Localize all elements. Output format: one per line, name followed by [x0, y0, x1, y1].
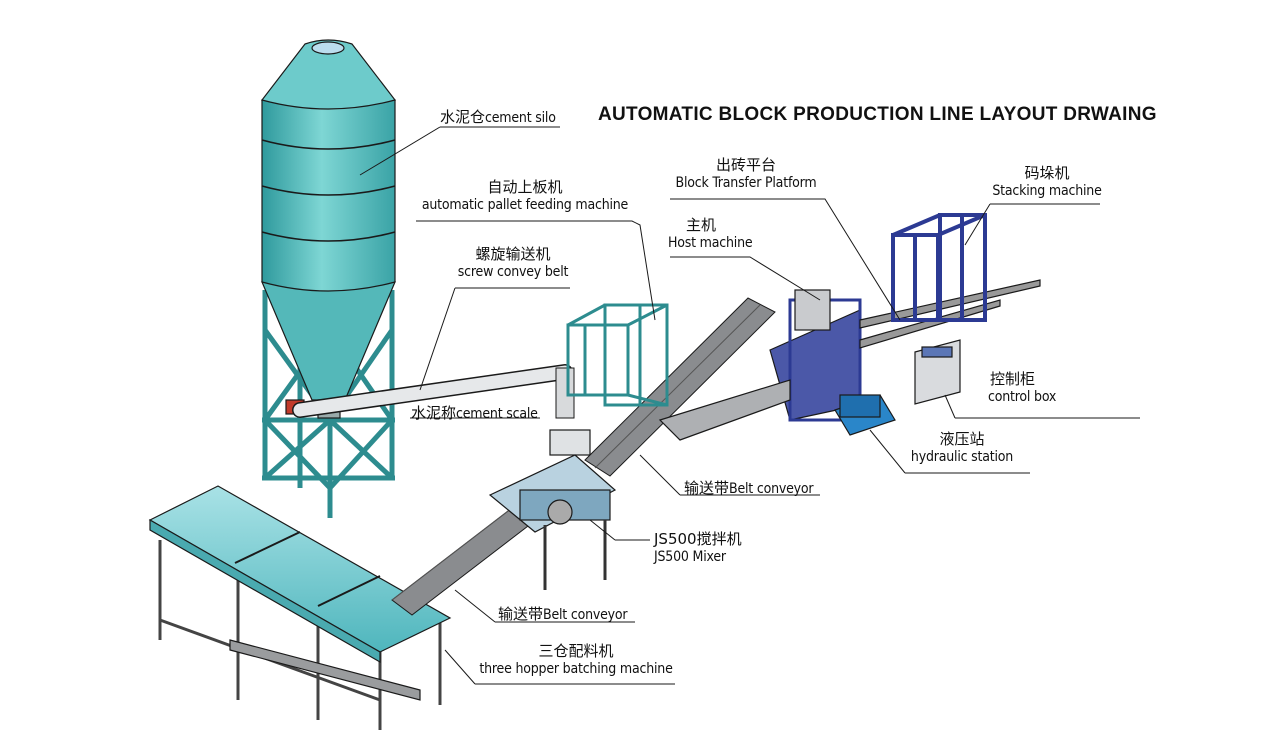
label-screw-conveyor-en: screw convey belt — [457, 264, 569, 280]
cement-silo — [260, 39, 397, 518]
label-cement-scale: 水泥称cement scale — [411, 402, 538, 423]
label-transfer-platform-en: Block Transfer Platform — [675, 175, 817, 191]
leader-lines — [359, 126, 1140, 685]
label-host-machine: 主机 Host machine — [668, 214, 753, 251]
stacking-machine — [891, 213, 987, 322]
label-screw-conveyor-zh: 螺旋输送机 — [475, 245, 551, 263]
leader-screw-conveyor — [419, 287, 570, 391]
control-box — [914, 339, 961, 405]
label-cement-scale-en: cement scale — [456, 406, 538, 422]
label-host-machine-en: Host machine — [668, 235, 753, 251]
label-batching-machine: 三仓配料机 three hopper batching machine — [476, 640, 676, 677]
label-cement-scale-zh: 水泥称 — [411, 404, 457, 422]
label-hydraulic-station: 液压站 hydraulic station — [904, 428, 1020, 465]
label-upper-belt-en: Belt conveyor — [729, 481, 814, 497]
label-upper-belt: 输送带Belt conveyor — [684, 477, 814, 498]
label-pallet-feeder-zh: 自动上板机 — [487, 178, 563, 196]
label-mixer-en: JS500 Mixer — [654, 549, 726, 565]
label-pallet-feeder: 自动上板机 automatic pallet feeding machine — [414, 176, 636, 213]
label-screw-conveyor: 螺旋输送机 screw convey belt — [452, 243, 574, 280]
label-mixer: JS500搅拌机 JS500 Mixer — [654, 528, 742, 565]
label-lower-belt-zh: 输送带 — [498, 605, 544, 623]
label-transfer-platform: 出砖平台 Block Transfer Platform — [666, 154, 826, 191]
silo-roof — [260, 39, 397, 110]
label-control-box-zh: 控制柜 — [990, 370, 1036, 388]
label-transfer-platform-zh: 出砖平台 — [715, 156, 776, 174]
leader-cement-silo — [359, 126, 560, 176]
block-transfer-platform — [859, 279, 1041, 349]
label-cement-silo: 水泥仓cement silo — [440, 106, 556, 127]
label-upper-belt-zh: 输送带 — [684, 479, 730, 497]
pallet-feeding-machine — [566, 303, 669, 407]
leader-transfer-platform — [670, 198, 901, 321]
leader-upper-belt — [639, 454, 820, 496]
leader-stacking-machine — [964, 203, 1100, 246]
leader-host-machine — [670, 256, 821, 301]
screw-conveyor — [292, 364, 575, 419]
label-stacking-machine: 码垛机 Stacking machine — [988, 162, 1106, 199]
label-cement-silo-en: cement silo — [485, 110, 556, 126]
label-lower-belt: 输送带Belt conveyor — [498, 603, 628, 624]
label-control-box-en: control box — [988, 389, 1057, 405]
label-cement-silo-zh: 水泥仓 — [440, 108, 486, 126]
leader-pallet-feeder — [416, 220, 656, 321]
label-host-machine-zh: 主机 — [686, 216, 717, 234]
label-lower-belt-en: Belt conveyor — [543, 607, 628, 623]
hydraulic-station — [834, 394, 896, 436]
js500-mixer — [488, 429, 617, 590]
label-batching-machine-zh: 三仓配料机 — [538, 642, 614, 660]
leader-control-box — [944, 394, 1140, 419]
label-mixer-zh: JS500搅拌机 — [654, 530, 742, 548]
diagram-title: AUTOMATIC BLOCK PRODUCTION LINE LAYOUT D… — [598, 104, 1157, 125]
label-hydraulic-station-zh: 液压站 — [939, 430, 985, 448]
label-hydraulic-station-en: hydraulic station — [910, 449, 1014, 465]
upper-belt-conveyor — [584, 297, 776, 477]
leader-batching — [444, 649, 675, 685]
label-pallet-feeder-en: automatic pallet feeding machine — [421, 197, 629, 213]
label-stacking-machine-zh: 码垛机 — [1024, 164, 1070, 182]
label-stacking-machine-en: Stacking machine — [992, 183, 1102, 199]
label-batching-machine-en: three hopper batching machine — [479, 661, 673, 677]
leader-mixer — [589, 519, 650, 541]
batching-machine — [148, 485, 452, 730]
leader-hydraulic-station — [869, 429, 1030, 474]
leader-lower-belt — [454, 589, 635, 623]
silo-cone — [261, 281, 396, 401]
label-control-box: 控制柜 control box — [988, 368, 1056, 405]
